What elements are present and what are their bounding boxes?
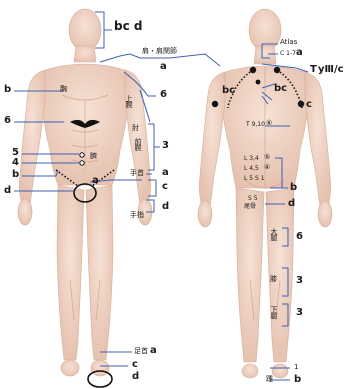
navel-label: 臍 — [90, 153, 97, 160]
ankle-grade: a — [150, 346, 157, 356]
l34-label: L 3,4 — [244, 156, 259, 162]
back-left-hand — [198, 201, 212, 227]
back-head — [249, 9, 281, 51]
s5-label: S 5 — [248, 196, 258, 202]
fingers-grade: d — [162, 202, 169, 212]
front-left-foot — [61, 360, 79, 376]
front-left-hand — [18, 199, 32, 225]
shoulder-grade: a — [160, 62, 167, 72]
l45-label: L 4,5 — [244, 166, 259, 172]
chest-grade: b — [4, 85, 11, 95]
navel-grade-b: b — [12, 170, 19, 180]
coccyx-label: 尾骨 — [244, 204, 256, 210]
elbow-label: 肘 — [132, 125, 139, 132]
heel-grade-1: 1 — [294, 364, 298, 371]
back-right-foot — [272, 364, 288, 378]
front-neck — [74, 46, 96, 62]
back-left-foot — [242, 364, 258, 378]
thigh-label: 大腿 — [270, 228, 277, 240]
dot-scapula-top-right — [274, 67, 280, 73]
shoulder-label: 肩・肩関節 — [142, 48, 177, 55]
coccyx-grade: d — [288, 199, 295, 209]
l34-grade: ⑤ — [264, 154, 270, 161]
front-right-foot — [91, 360, 109, 376]
genital-grade: d — [4, 186, 11, 196]
back-neck — [254, 46, 276, 64]
dot-scapula-inner — [256, 80, 261, 85]
scapula-right-grade: bc — [274, 84, 287, 94]
t9-label: T 9,10 — [246, 122, 265, 128]
l45-grade: ④ — [264, 164, 270, 171]
thoracic-label: T — [310, 65, 317, 75]
cervical-label: C 1-7 — [280, 51, 296, 57]
atlas-label: Atlas — [280, 39, 297, 46]
lower-leg-label: 下腿 — [270, 306, 277, 318]
wrist-grade: a — [162, 168, 169, 178]
wrist-label: 手首 — [130, 170, 144, 177]
lower-leg-grade: 3 — [296, 308, 303, 318]
hip-grade: a — [92, 176, 99, 186]
forearm-label: 前腕 — [134, 138, 141, 150]
l5s1-label: L 5 S 1 — [244, 176, 265, 182]
front-left-leg — [57, 185, 84, 360]
knee-label: 膝 — [270, 276, 277, 283]
fingers-label: 手指 — [130, 212, 144, 219]
scapula-left-grade: bc — [222, 86, 235, 96]
t9-grade: ⑥ — [266, 120, 272, 127]
upper-arm-grade: 6 — [160, 90, 167, 100]
scapula-edge-grade: c — [306, 100, 312, 110]
heel-grade: b — [294, 375, 301, 385]
front-head — [69, 9, 101, 51]
pelvis-grade: c — [162, 182, 168, 192]
front-figure — [18, 9, 152, 376]
head-label: bc d — [114, 20, 142, 32]
lumbar-grade: b — [290, 183, 297, 193]
upper-arm-label: 上腕 — [125, 95, 132, 107]
dot-scapula-left — [212, 101, 218, 107]
dot-scapula-top-left — [250, 67, 256, 73]
cervical-grade: a — [296, 48, 303, 58]
thoracic-roman: yⅢ/c — [318, 65, 344, 75]
front-right-leg — [86, 185, 113, 360]
knee-grade: 3 — [296, 276, 303, 286]
navel-grade-4: 4 — [12, 158, 19, 168]
front-left-arm — [19, 70, 45, 205]
back-right-arm — [305, 72, 331, 207]
back-right-hand — [318, 201, 332, 227]
foot-grade-c: c — [132, 360, 138, 370]
thigh-grade: 6 — [296, 232, 303, 242]
navel-point-5 — [80, 153, 84, 157]
chest-label: 胸 — [60, 86, 67, 93]
forearm-grade: 3 — [162, 141, 169, 151]
ankle-label: 足首 — [134, 348, 148, 355]
dot-scapula-right — [298, 101, 304, 107]
foot-grade-d: d — [132, 372, 139, 382]
navel-point-4 — [80, 161, 84, 165]
back-left-leg — [236, 188, 264, 362]
nipple-grade: 6 — [4, 116, 11, 126]
heel-label: 踵 — [266, 376, 273, 383]
